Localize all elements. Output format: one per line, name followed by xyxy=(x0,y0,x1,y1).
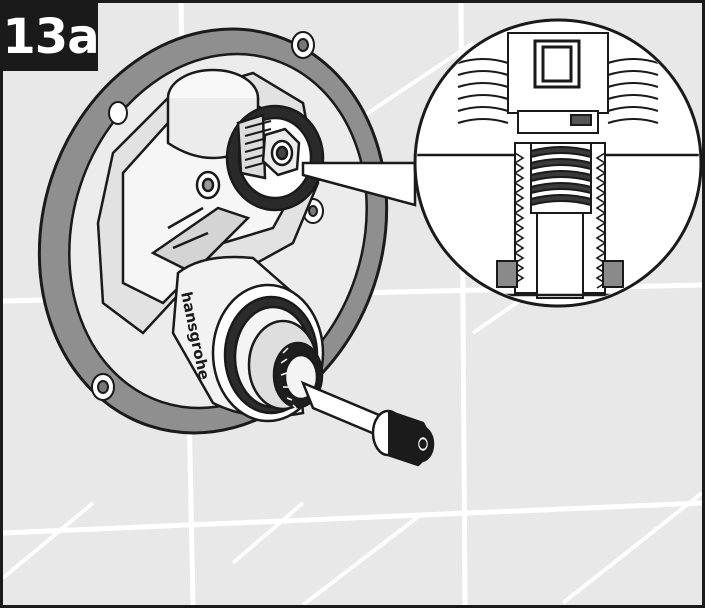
callout-pointer xyxy=(301,161,417,207)
detail-seal-right xyxy=(602,260,624,288)
detail-piston xyxy=(536,212,584,299)
threaded-stem xyxy=(244,120,272,169)
diagram-scene: hansgrohe xyxy=(3,3,702,605)
cartridge: hansgrohe xyxy=(171,255,435,467)
magnifier-callout xyxy=(413,18,702,308)
detail-inner-spring xyxy=(530,142,592,214)
tile-grout-horizontal-2 xyxy=(3,500,702,536)
step-number-badge: 13a xyxy=(3,3,100,71)
detail-seal-left xyxy=(496,260,518,288)
detail-spring-coils xyxy=(457,58,659,124)
stem-spline-tip xyxy=(371,409,435,467)
check-valve-assembly xyxy=(225,104,325,212)
